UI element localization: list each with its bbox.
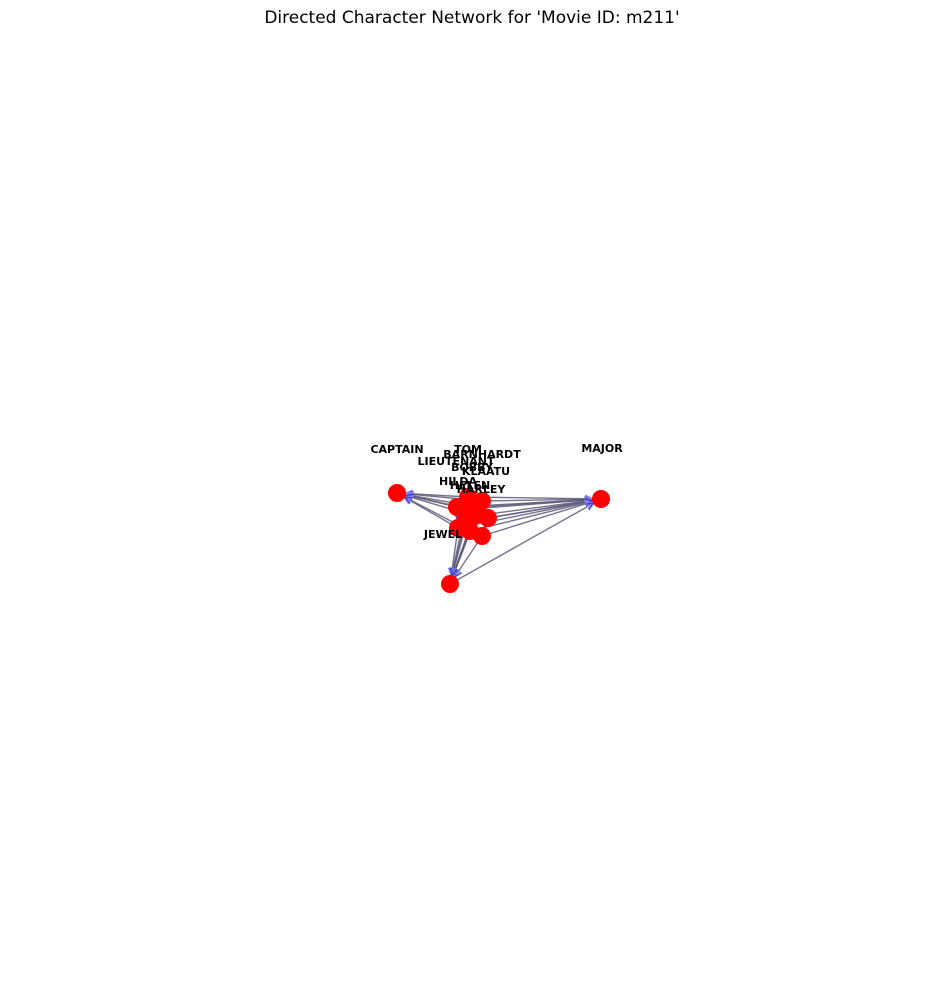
edge-jewel-to-major bbox=[457, 500, 593, 529]
node-label-helen: HELEN bbox=[450, 479, 490, 492]
node-label-barnhardt: BARNHARDT bbox=[443, 448, 521, 461]
label-layer: CAPTAIN MAJOR TOMBARNHARDTLIEUTENANTBOBBYK… bbox=[370, 442, 623, 541]
node-label-klaatu: KLAATU bbox=[462, 465, 510, 478]
node-label-major: MAJOR bbox=[581, 442, 623, 455]
node-klaatu[interactable] bbox=[479, 509, 497, 527]
node-label-hilda: HILDA bbox=[439, 475, 477, 488]
node-n14[interactable] bbox=[441, 575, 459, 593]
node-hilda[interactable] bbox=[448, 498, 466, 516]
node-label-captain: CAPTAIN bbox=[370, 443, 423, 456]
edge-barnhardt-to-major bbox=[481, 498, 593, 502]
node-major[interactable] bbox=[592, 490, 610, 508]
chart-title: Directed Character Network for 'Movie ID… bbox=[264, 8, 680, 28]
node-label-bobby: BOBBY bbox=[451, 461, 494, 474]
edge-harley-to-major bbox=[481, 501, 593, 537]
node-captain[interactable] bbox=[388, 484, 406, 502]
node-layer bbox=[388, 484, 610, 593]
edge-jewel-to-captain bbox=[404, 496, 459, 529]
node-n13[interactable] bbox=[456, 513, 474, 531]
edge-tom-to-captain bbox=[405, 492, 469, 498]
node-label-jewel: JEWEL bbox=[423, 528, 462, 541]
edge-n14-to-major bbox=[449, 502, 594, 585]
node-label-harley: HARLEY bbox=[457, 483, 507, 496]
node-label-tom: TOM bbox=[454, 443, 482, 456]
node-label-lieutenant: LIEUTENANT bbox=[418, 455, 495, 468]
